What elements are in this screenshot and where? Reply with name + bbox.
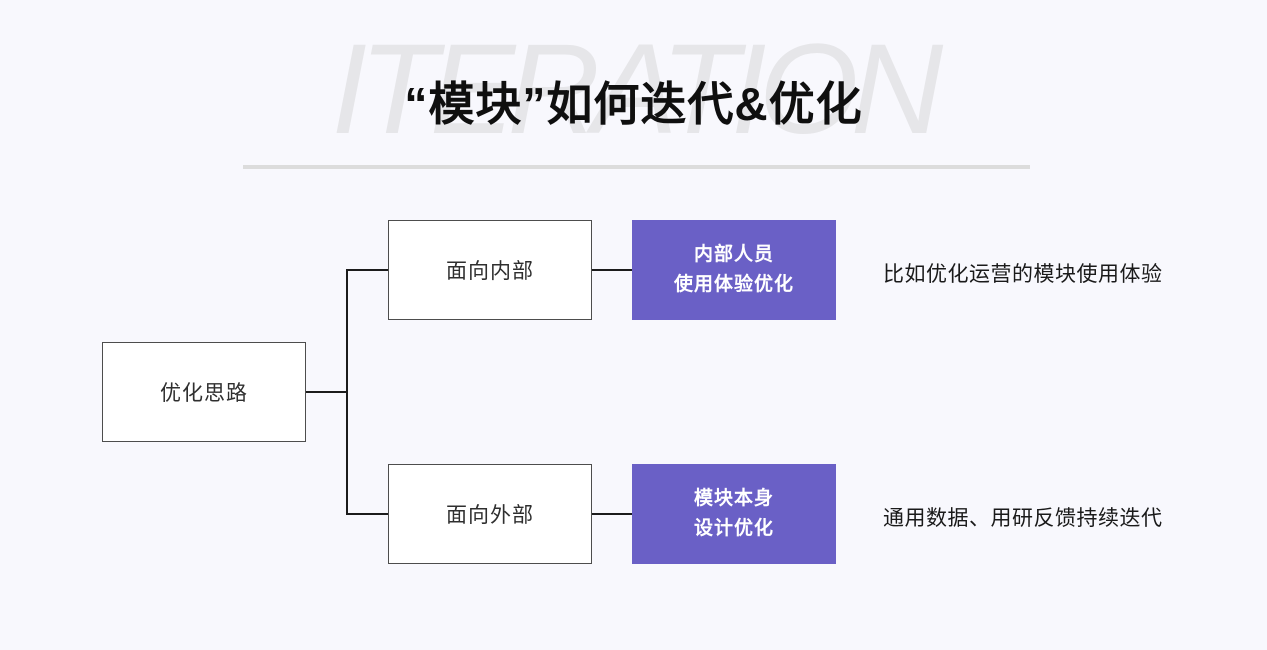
node-external: 面向外部 — [388, 464, 592, 564]
node-external-result: 模块本身 设计优化 — [632, 464, 836, 564]
note-internal: 比如优化运营的模块使用体验 — [883, 263, 1163, 286]
node-internal-label: 面向内部 — [446, 260, 534, 283]
connector-external-right — [592, 513, 633, 515]
node-internal-result-line1: 内部人员 — [693, 244, 774, 265]
connector-internal-left — [346, 269, 389, 271]
note-external: 通用数据、用研反馈持续迭代 — [883, 507, 1163, 530]
node-external-result-line1: 模块本身 — [693, 488, 774, 509]
watermark-text: ITERATION — [331, 18, 943, 161]
connector-internal-right — [592, 269, 633, 271]
connector-root-horizontal — [306, 391, 347, 393]
node-root-label: 优化思路 — [160, 382, 248, 405]
connector-external-left — [346, 513, 389, 515]
node-external-result-line2: 设计优化 — [693, 518, 774, 539]
node-external-label: 面向外部 — [446, 504, 534, 527]
node-root: 优化思路 — [102, 342, 306, 442]
title-divider — [243, 165, 1030, 169]
node-internal-result-line2: 使用体验优化 — [673, 274, 794, 295]
node-internal-result: 内部人员 使用体验优化 — [632, 220, 836, 320]
node-internal: 面向内部 — [388, 220, 592, 320]
connector-trunk-vertical — [346, 269, 348, 515]
page-title: “模块”如何迭代&优化 — [404, 78, 863, 130]
